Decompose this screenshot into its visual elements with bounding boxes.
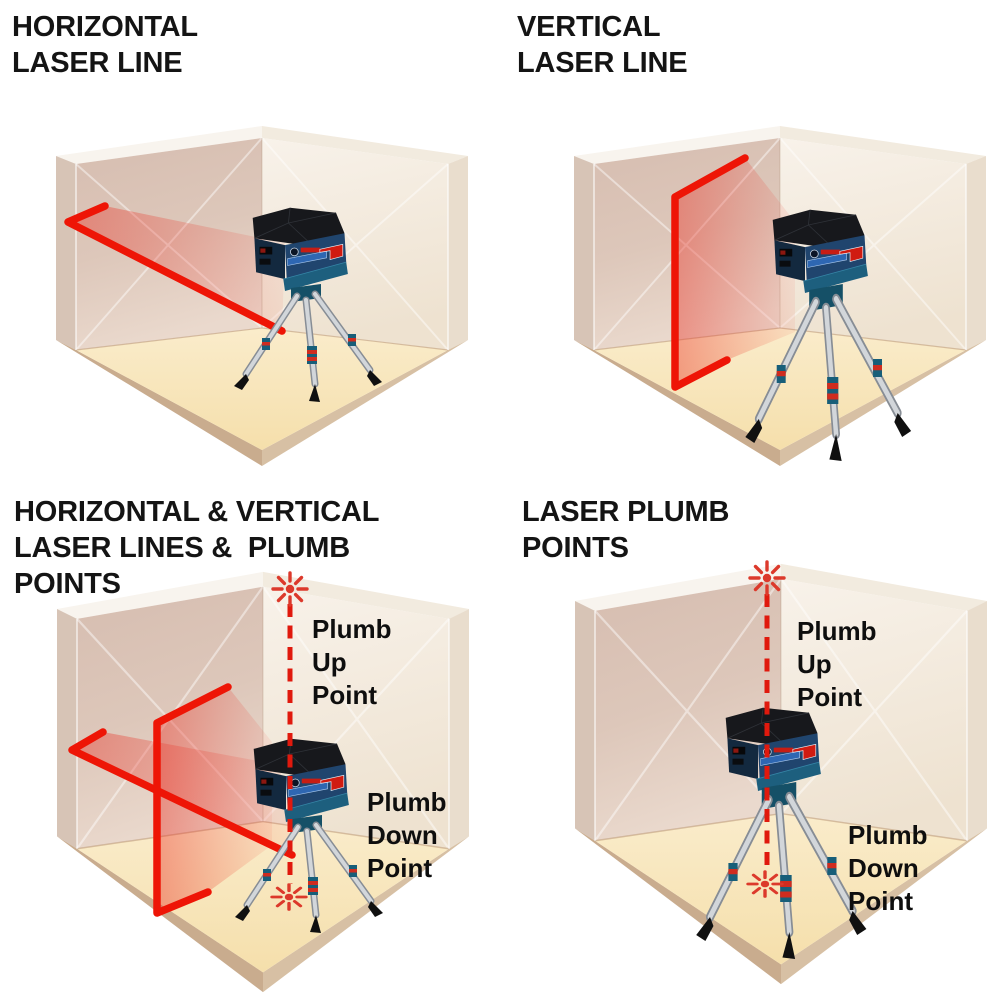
plumb-down-point-icon <box>270 882 308 912</box>
horizontal-laser-fan <box>68 206 285 331</box>
horizontal-laser-line <box>68 728 296 859</box>
vertical-laser-fan <box>675 158 795 387</box>
panel-horizontal-vertical-plumb <box>55 570 471 994</box>
panel-horizontal-laser-line <box>55 125 469 467</box>
panel-title-laser-plumb-points: LASER PLUMB POINTS <box>522 496 730 564</box>
plumb-up-point-label: Plumb Up Point <box>797 616 877 712</box>
panel-title-horizontal-laser-line: HORIZONTAL LASER LINE <box>12 11 198 79</box>
panel-title-vertical-laser-line: VERTICAL LASER LINE <box>517 11 688 79</box>
plumb-down-point-icon <box>746 869 784 899</box>
horizontal-laser-line <box>64 202 286 335</box>
panel-laser-plumb-points <box>573 560 989 986</box>
plumb-up-point-icon <box>748 560 786 596</box>
vertical-laser-line <box>671 154 749 391</box>
plumb-down-point-label: Plumb Down Point <box>367 787 447 883</box>
vertical-laser-line <box>153 683 232 917</box>
vertical-laser-fan <box>157 687 272 913</box>
plumb-down-point-label: Plumb Down Point <box>848 820 928 916</box>
panel-vertical-laser-line <box>573 125 987 467</box>
plumb-up-point-label: Plumb Up Point <box>312 614 392 710</box>
panel-title-horizontal-vertical-plumb: HORIZONTAL & VERTICAL LASER LINES & PLUM… <box>14 496 380 600</box>
